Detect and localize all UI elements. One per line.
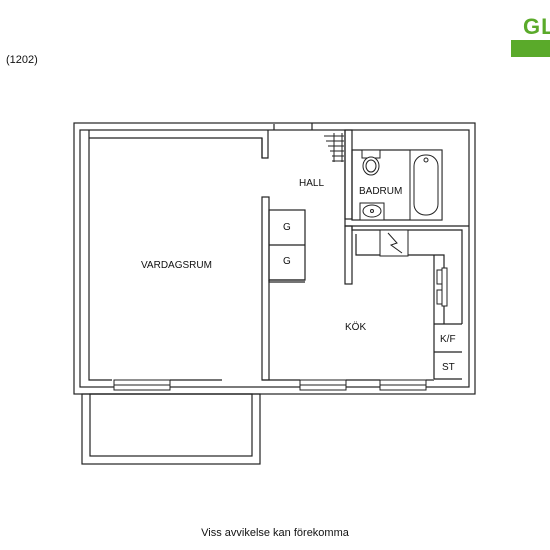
windows xyxy=(113,379,427,391)
property-reference: (1202) xyxy=(6,54,38,66)
room-label-vardagsrum: VARDAGSRUM xyxy=(141,260,212,271)
balcony xyxy=(81,393,261,465)
ventilation-icon xyxy=(379,229,409,257)
toilet-icon xyxy=(361,149,381,176)
stove-label: ST xyxy=(442,362,455,373)
kitchen-sink-icon xyxy=(436,267,448,307)
brand-logo-bar xyxy=(511,40,550,57)
room-label-badrum: BADRUM xyxy=(359,186,402,197)
fridge-freezer-label: K/F xyxy=(440,334,456,345)
wardrobe-label-top: G xyxy=(283,222,291,233)
bathtub-icon xyxy=(409,149,443,221)
wardrobe-label-bottom: G xyxy=(283,256,291,267)
room-label-hall: HALL xyxy=(299,178,324,189)
room-label-kok: KÖK xyxy=(345,321,366,333)
brand-logo-text: GL xyxy=(523,14,550,39)
sink-icon xyxy=(359,202,385,221)
towel-rack-icon xyxy=(324,133,344,162)
disclaimer-text: Viss avvikelse kan förekomma xyxy=(201,527,349,539)
